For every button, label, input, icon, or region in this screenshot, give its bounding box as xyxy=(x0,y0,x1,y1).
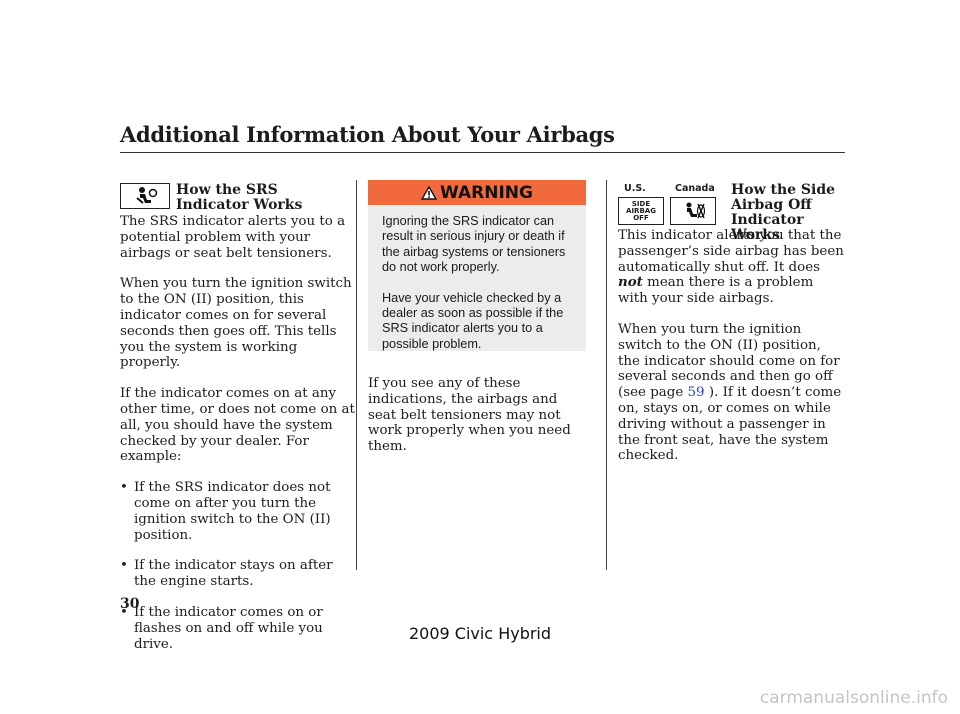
warning-box: Ignoring the SRS indicator can result in… xyxy=(368,205,586,351)
bullet-item: • If the SRS indicator does not come on a… xyxy=(120,480,356,543)
middle-body-text: If you see any of these indications, the… xyxy=(368,376,571,455)
side-airbag-off-icon: SIDE AIRBAG OFF xyxy=(618,197,664,225)
bullet-dot: • xyxy=(120,480,128,496)
text-segment: mean there is a problem with your side a… xyxy=(618,275,814,307)
right-column-text: This indicator alerts you that the passe… xyxy=(618,228,846,464)
warning-text: Ignoring the SRS indicator can result in… xyxy=(382,214,566,275)
bullet-item: • If the indicator stays on after the eng… xyxy=(120,558,356,590)
column-divider xyxy=(356,180,357,570)
airbag-person-icon xyxy=(136,187,158,204)
left-paragraph: When you turn the ignition switch to the… xyxy=(120,276,352,371)
warning-label: WARNING xyxy=(440,182,533,203)
text-segment: When you turn the ignition switch to the… xyxy=(618,321,840,401)
left-paragraph: The SRS indicator alerts you to a potent… xyxy=(120,214,346,261)
column-divider xyxy=(606,180,607,570)
side-airbag-off-icon xyxy=(686,202,706,219)
warning-text: Have your vehicle checked by a dealer as… xyxy=(382,290,564,351)
icon-text: AIRBAG xyxy=(626,206,656,215)
right-paragraph: When you turn the ignition switch to the… xyxy=(618,322,846,464)
emphasis-text: not xyxy=(618,274,643,291)
icon-text: SIDE xyxy=(631,199,651,208)
text-segment: ). If it doesn’t come on, stays on, or c… xyxy=(618,385,842,464)
text-segment: This indicator alerts you that the passe… xyxy=(618,228,844,275)
bullet-text: If the indicator comes on or flashes on … xyxy=(134,604,323,652)
bullet-dot: • xyxy=(120,604,128,620)
page-link[interactable]: 59 xyxy=(687,385,705,401)
srs-indicator-icon-box xyxy=(120,183,170,209)
canada-airbag-off-icon-box xyxy=(670,197,716,225)
warning-header: WARNING xyxy=(368,180,586,205)
middle-paragraph: If you see any of these indications, the… xyxy=(368,376,588,455)
watermark: carmanualsonline.info xyxy=(759,688,948,708)
icon-text: OFF xyxy=(633,213,649,222)
page-title: Additional Information About Your Airbag… xyxy=(120,122,615,147)
right-paragraph: This indicator alerts you that the passe… xyxy=(618,228,846,307)
us-label: U.S. xyxy=(624,183,646,194)
side-airbag-heading: How the Side Airbag Off Indicator Works xyxy=(731,182,836,243)
warning-triangle-icon xyxy=(421,185,438,200)
bullet-item: • If the indicator comes on or flashes on… xyxy=(120,605,356,652)
bullet-text: If the indicator stays on after the engi… xyxy=(134,558,333,590)
title-rule xyxy=(120,152,845,153)
page-number: 30 xyxy=(120,596,140,612)
left-column-text: The SRS indicator alerts you to a potent… xyxy=(120,214,356,652)
footer-title: 2009 Civic Hybrid xyxy=(408,624,552,643)
bullet-text: If the SRS indicator does not come on af… xyxy=(134,480,331,543)
srs-heading: How the SRS Indicator Works xyxy=(176,182,303,213)
canada-label: Canada xyxy=(675,183,715,194)
left-paragraph: If the indicator comes on at any other t… xyxy=(120,386,355,465)
bullet-dot: • xyxy=(120,558,128,574)
